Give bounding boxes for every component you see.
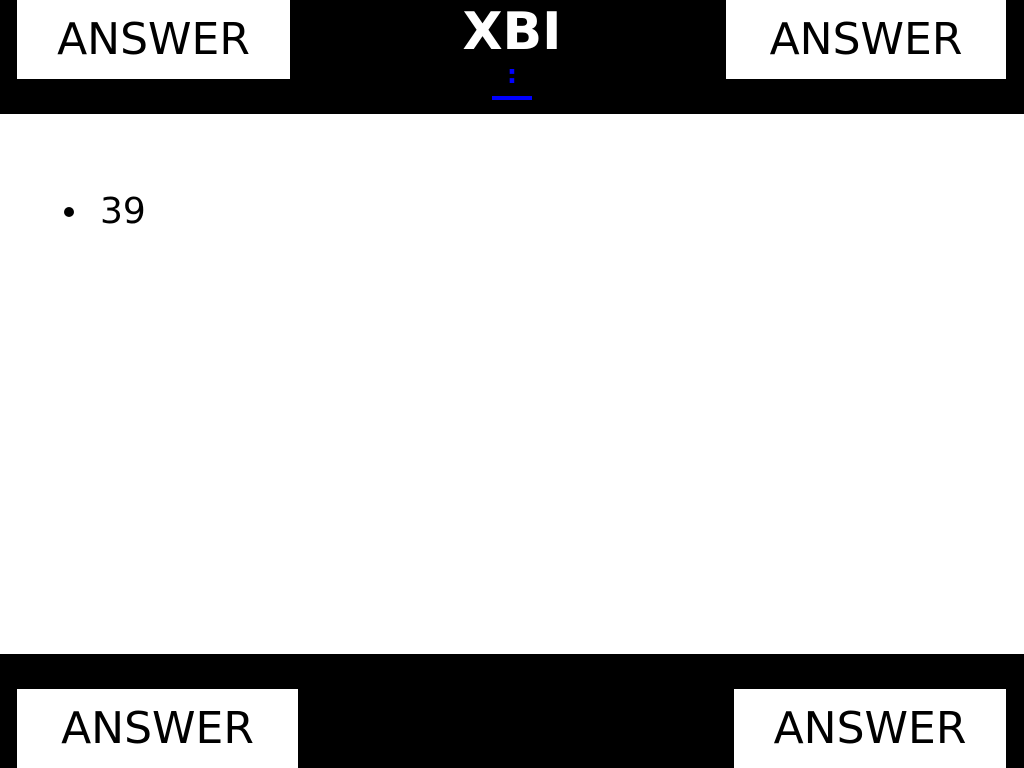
bullet-icon (64, 206, 74, 217)
bullet-text: 39 (100, 191, 146, 232)
slide-content: 39 (60, 190, 960, 233)
slide-title: XBI (462, 2, 562, 62)
answer-button-bottom-right[interactable]: ANSWER (734, 689, 1006, 768)
list-item: 39 (60, 190, 960, 233)
answer-button-top-left[interactable]: ANSWER (17, 0, 290, 79)
answer-button-bottom-left[interactable]: ANSWER (17, 689, 298, 768)
answer-button-top-right[interactable]: ANSWER (726, 0, 1006, 79)
bullet-list: 39 (60, 190, 960, 233)
slide-link[interactable]: : (492, 62, 532, 100)
